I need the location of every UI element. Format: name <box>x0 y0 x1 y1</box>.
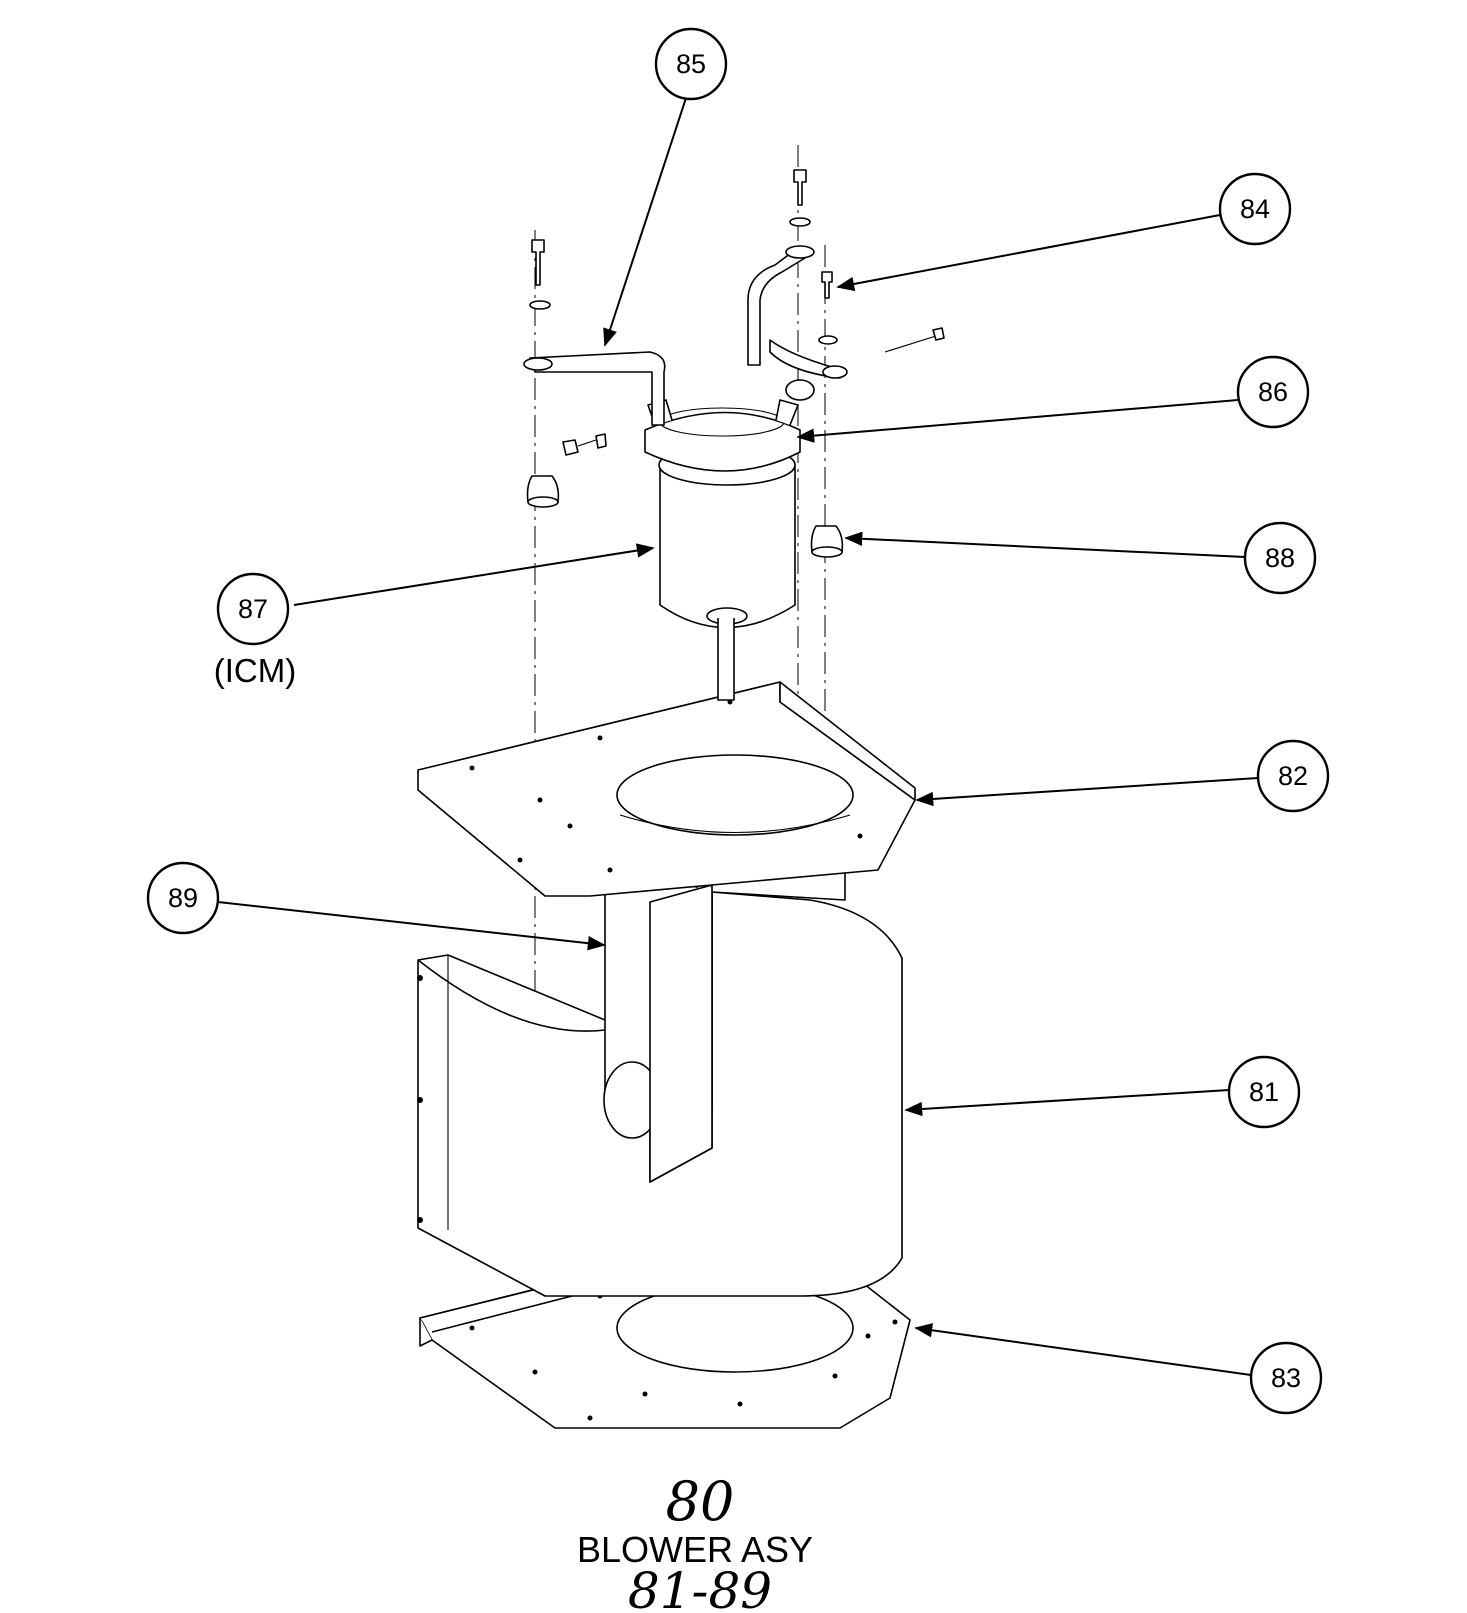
svg-text:81: 81 <box>1249 1077 1279 1107</box>
callout-83: 83 <box>1249 1341 1323 1415</box>
callout-85: 85 <box>654 27 728 101</box>
callout-89: 89 <box>146 861 220 935</box>
assembly-number: 80 <box>666 1470 735 1533</box>
callout-84: 84 <box>1218 172 1292 246</box>
svg-text:86: 86 <box>1258 377 1288 407</box>
part-range: 81-89 <box>628 1562 772 1613</box>
svg-text:83: 83 <box>1271 1363 1301 1393</box>
part-82-top-plate <box>417 681 916 897</box>
leader-lines <box>217 97 1259 1376</box>
svg-text:87: 87 <box>238 594 268 624</box>
part-88-grommets <box>526 475 844 558</box>
callout-88: 88 <box>1243 521 1317 595</box>
part-87-motor <box>658 444 796 701</box>
svg-text:84: 84 <box>1240 194 1270 224</box>
part-85-motor-bracket <box>523 239 666 456</box>
callout-87: 87 <box>216 572 290 646</box>
callout-86: 86 <box>1236 355 1310 429</box>
callout-81: 81 <box>1227 1055 1301 1129</box>
part-84-motor-bracket <box>747 169 945 401</box>
motor-note: (ICM) <box>214 652 296 689</box>
drawing-title: BLOWER ASY <box>577 1529 813 1570</box>
svg-text:88: 88 <box>1265 543 1295 573</box>
svg-text:89: 89 <box>168 883 198 913</box>
svg-text:85: 85 <box>676 49 706 79</box>
svg-text:82: 82 <box>1278 761 1308 791</box>
part-86-motor-mount <box>644 399 801 472</box>
callout-82: 82 <box>1256 739 1330 813</box>
